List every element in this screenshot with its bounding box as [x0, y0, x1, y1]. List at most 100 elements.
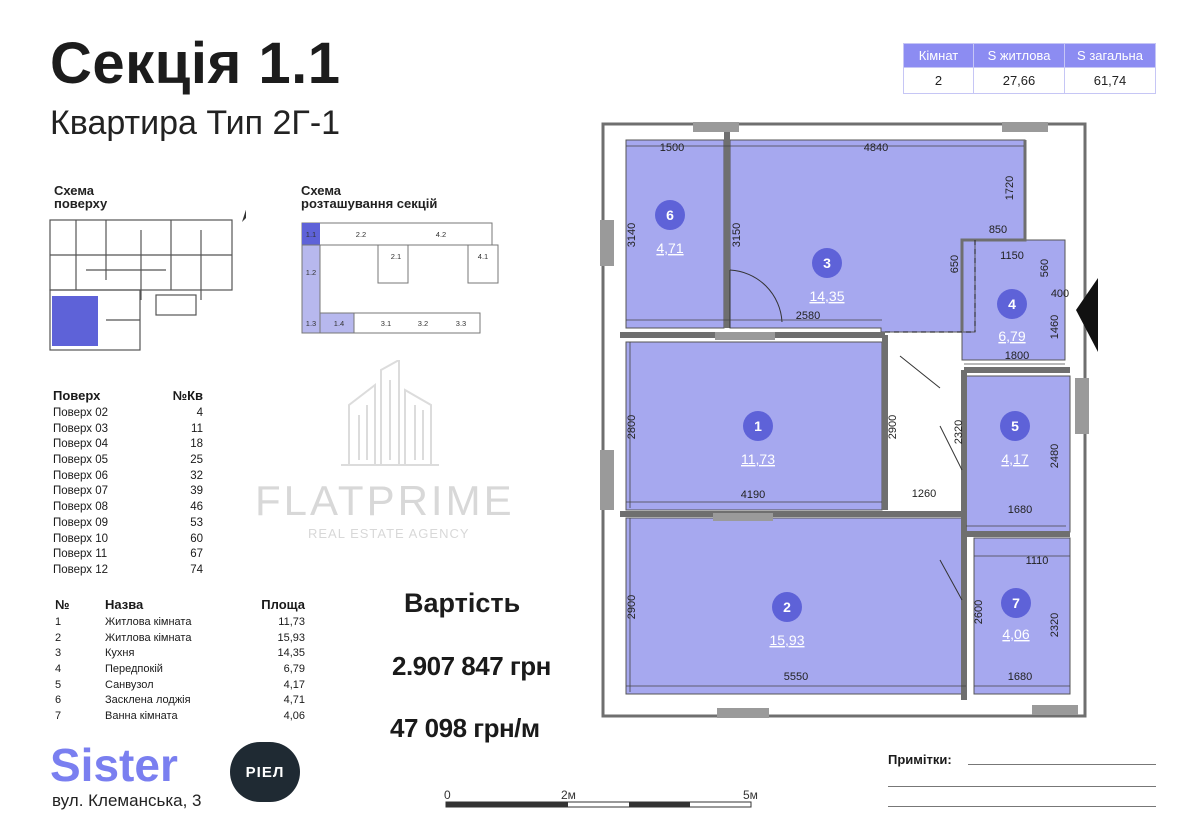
- floor-row: Поверх 04 18: [53, 438, 203, 454]
- floor-name: Поверх 07: [53, 485, 109, 498]
- room-number: 6: [666, 207, 674, 223]
- section-scheme-label-line1: Схема: [301, 183, 342, 198]
- watermark-subtitle: REAL ESTATE AGENCY: [308, 526, 470, 541]
- section-location-map: 1.1 2.2 4.2 2.1 4.1 1.2 1.3 1.4 3.1 3.2 …: [301, 222, 499, 334]
- north-arrow-icon: N: [242, 209, 246, 222]
- apt-number: 18: [190, 438, 203, 451]
- dim-1150: 1150: [1000, 250, 1024, 262]
- room-area: 15,93: [769, 632, 804, 648]
- floor-name: Поверх 03: [53, 422, 109, 435]
- floor-row: Поверх 03 11: [53, 423, 203, 439]
- floor-name: Поверх 04: [53, 438, 109, 451]
- dim-2320-b: 2320: [1049, 613, 1061, 637]
- floor-plan: 1500 4840 3140 3150 1720 850 650 1150 56…: [600, 122, 1098, 718]
- dim-2600: 2600: [973, 600, 985, 624]
- floor-row: Поверх 08 46: [53, 501, 203, 517]
- header-living-area: S житлова: [973, 43, 1065, 68]
- room-name: Засклена лоджія: [105, 694, 191, 707]
- room-badge-7: 7 4,06: [1001, 588, 1031, 642]
- dim-4840: 4840: [864, 142, 888, 154]
- section-scheme-label: Схема розташування секцій: [301, 184, 437, 210]
- floor-row: Поверх 07 39: [53, 485, 203, 501]
- room-area: 15,93: [277, 631, 305, 644]
- room-number: 3: [823, 255, 831, 271]
- room-no: 2: [55, 631, 62, 644]
- room-number: 7: [1012, 595, 1020, 611]
- dim-2480: 2480: [1049, 444, 1061, 468]
- room-badge-5: 5 4,17: [1000, 411, 1030, 467]
- floor-row: Поверх 05 25: [53, 454, 203, 470]
- room-table-header: № Назва Площа: [55, 597, 305, 612]
- note-line: [888, 786, 1156, 787]
- section-label-1-4: 1.4: [334, 319, 344, 328]
- room-number: 2: [783, 599, 791, 615]
- floor-name: Поверх 09: [53, 516, 109, 529]
- current-apartment-highlight: [52, 296, 98, 346]
- room-name: Житлова кімната: [105, 616, 192, 628]
- room-no: 7: [55, 710, 62, 723]
- scale-label-0: 0: [444, 788, 451, 802]
- floor-scheme-label-line2: поверху: [54, 196, 108, 211]
- room-area: 6,79: [283, 663, 305, 676]
- dim-2800: 2800: [626, 415, 638, 439]
- room-badge-1: 1 11,73: [741, 411, 775, 467]
- room-badge-3: 3 14,35: [809, 248, 845, 304]
- floor-name: Поверх 05: [53, 454, 109, 467]
- room-row: 1 Житлова кімната 11,73: [55, 616, 305, 632]
- dim-1500: 1500: [660, 142, 684, 154]
- dim-1260: 1260: [912, 488, 936, 500]
- floor-name: Поверх 06: [53, 469, 109, 482]
- floor-name: Поверх 02: [53, 407, 109, 419]
- floor-name: Поверх 08: [53, 501, 109, 514]
- room-name: Житлова кімната: [105, 631, 192, 644]
- note-line: [968, 764, 1156, 765]
- room-name-header: Назва: [105, 597, 144, 612]
- address: вул. Клеманська, 3: [52, 791, 202, 810]
- room-area: 4,71: [283, 694, 305, 707]
- room-badge-2: 2 15,93: [769, 592, 805, 648]
- dim-4190: 4190: [741, 489, 765, 501]
- dim-5550: 5550: [784, 671, 808, 683]
- room-name: Ванна кімната: [105, 710, 178, 723]
- dim-2320-a: 2320: [953, 420, 965, 444]
- floor-name: Поверх 12: [53, 563, 109, 576]
- dim-1720: 1720: [1004, 176, 1016, 200]
- room-area: 4,17: [1001, 451, 1028, 467]
- room-area: 4,17: [283, 678, 305, 691]
- dim-1680-b: 1680: [1008, 671, 1032, 683]
- apt-number: 11: [191, 422, 203, 435]
- floor-scheme-map: N: [49, 209, 246, 351]
- apt-number: 39: [190, 485, 203, 498]
- brand-logo: Sister: [50, 739, 178, 791]
- apt-number: 46: [190, 501, 203, 514]
- header-total-area: S загальна: [1064, 43, 1156, 68]
- section-label-1-2: 1.2: [306, 268, 316, 277]
- apt-number: 60: [190, 532, 203, 545]
- summary-table: Кімнат S житлова S загальна 2 27,66 61,7…: [903, 43, 1156, 94]
- room-no: 1: [55, 616, 62, 628]
- section-label-4-2: 4.2: [436, 230, 446, 239]
- note-line: [888, 806, 1156, 807]
- section-label-2-2: 2.2: [356, 230, 366, 239]
- dim-2900-b: 2900: [626, 595, 638, 619]
- apt-number: 25: [190, 454, 203, 467]
- room-area: 11,73: [278, 616, 305, 628]
- dim-400: 400: [1051, 288, 1069, 300]
- section-label-1-3: 1.3: [306, 319, 316, 328]
- dim-650: 650: [949, 255, 961, 273]
- room-no: 6: [55, 694, 62, 707]
- scale-label-2m: 2м: [561, 788, 576, 802]
- value-living-area: 27,66: [973, 67, 1065, 94]
- apartment-type: Квартира Тип 2Г-1: [50, 104, 341, 142]
- room-area: 14,35: [809, 288, 844, 304]
- watermark-building-icon: [341, 360, 439, 466]
- header-rooms: Кімнат: [903, 43, 974, 68]
